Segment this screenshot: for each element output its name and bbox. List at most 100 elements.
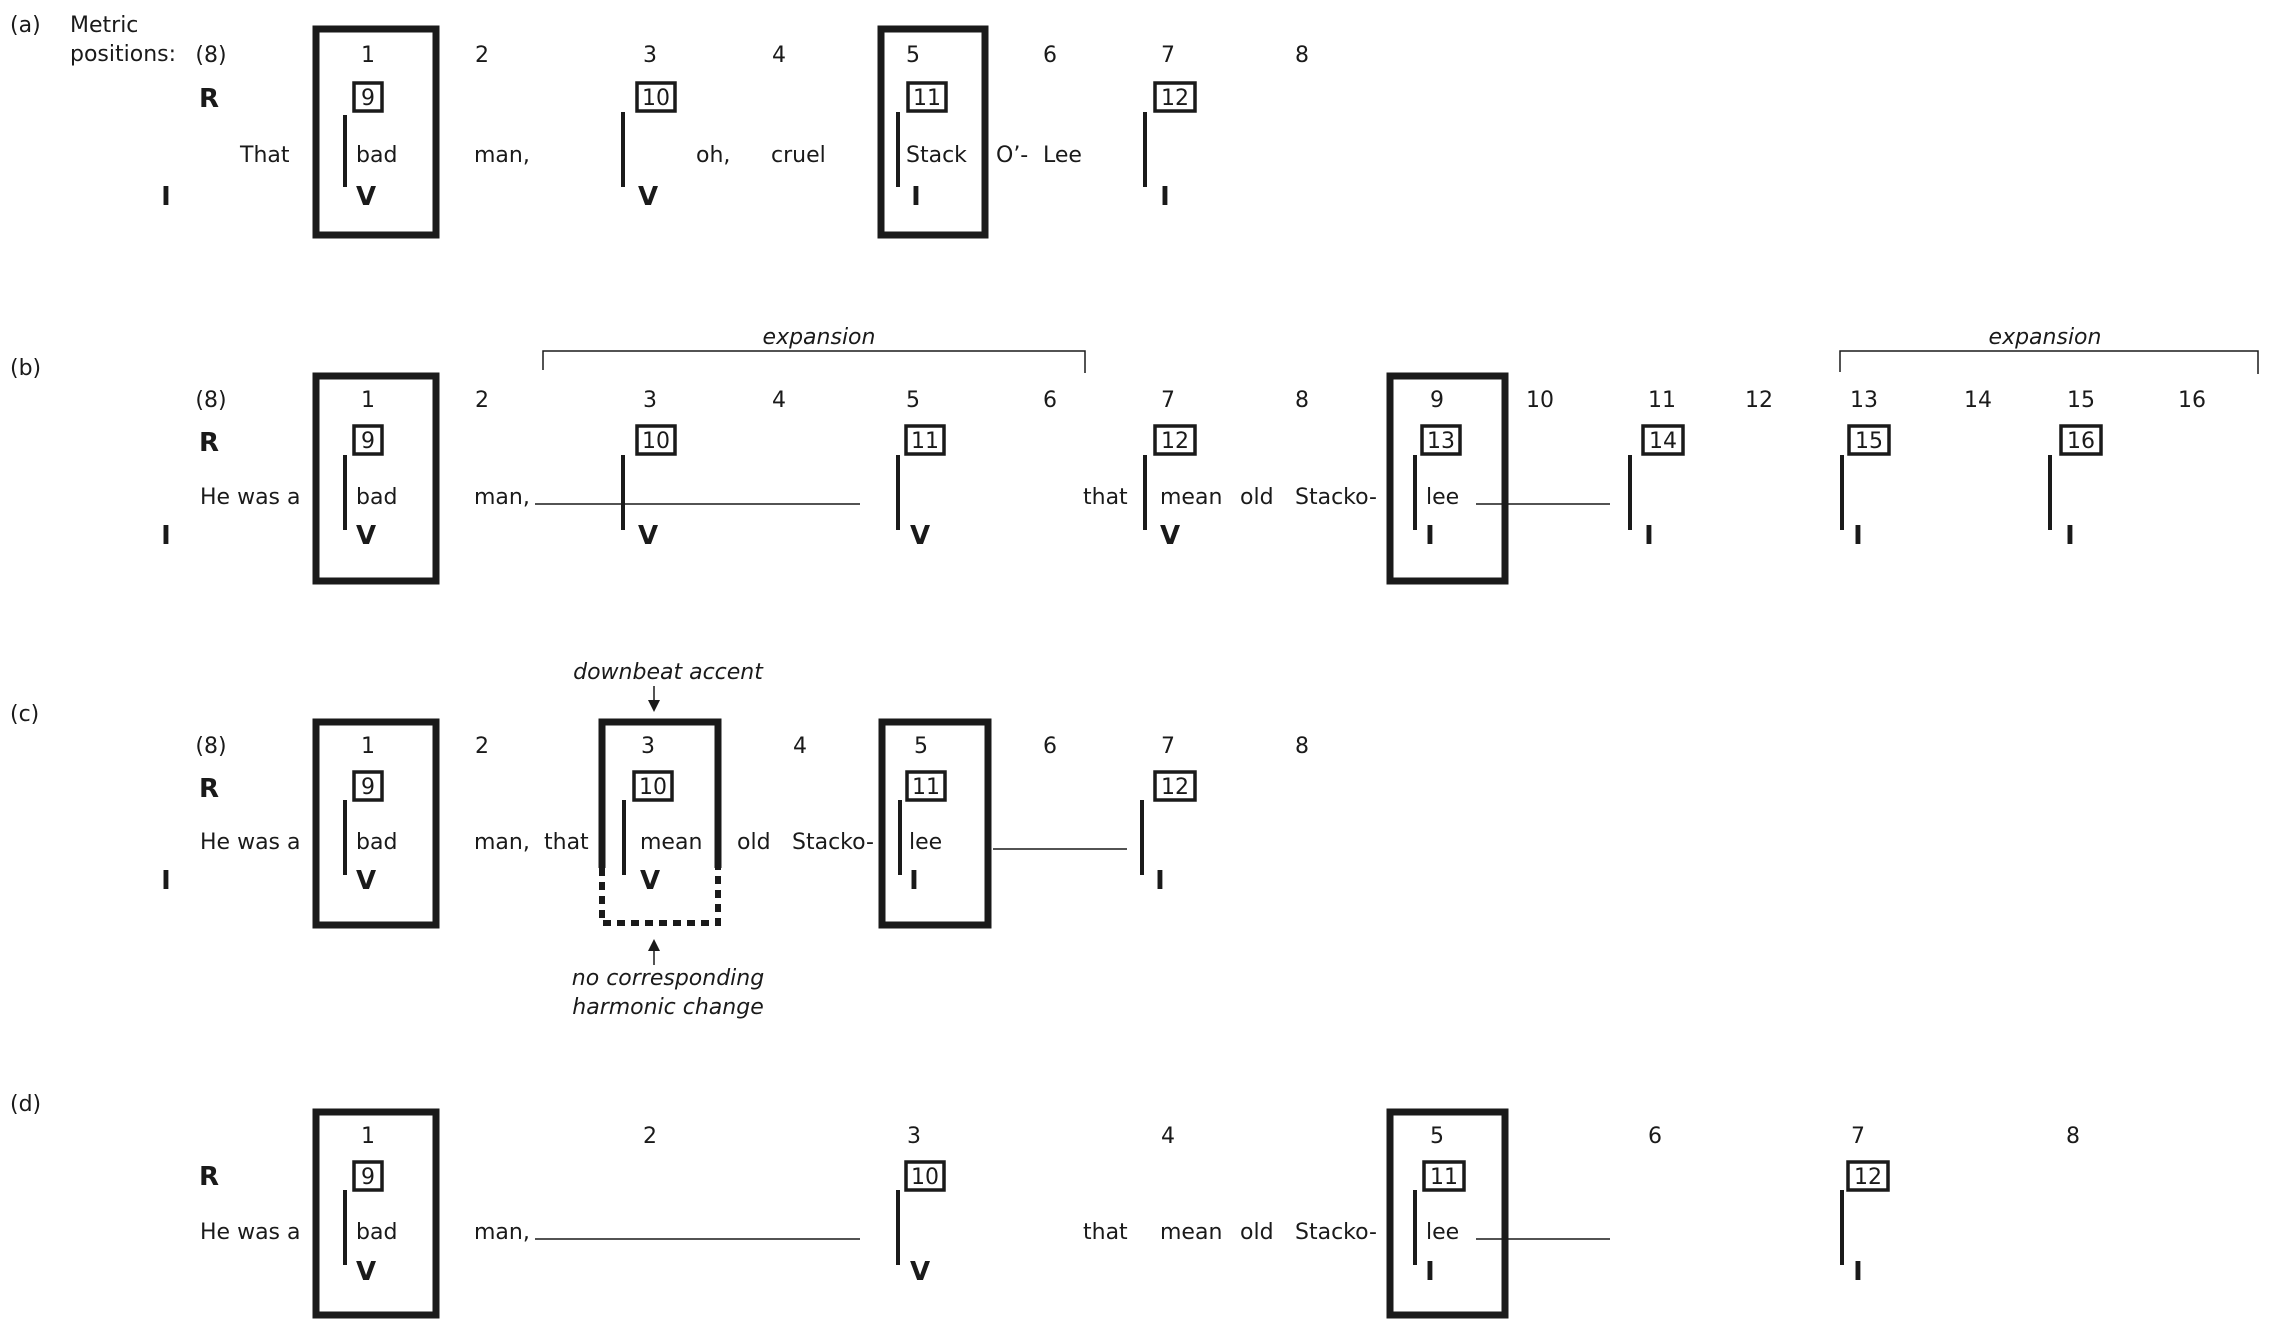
metric-position: 7 <box>1161 43 1175 68</box>
lyric: Stacko- <box>1295 1220 1377 1245</box>
metric-box <box>878 718 992 929</box>
positions-row: 1 2 3 4 5 6 7 8 <box>361 1124 2080 1149</box>
chord-label: I <box>1644 521 1654 551</box>
lyric: that <box>1083 1220 1128 1245</box>
chord-label: I <box>1160 182 1170 212</box>
metric-position: 1 <box>361 1124 375 1149</box>
positions-row: 1 2 3 4 5 6 7 8 <box>361 734 1309 759</box>
lyric: cruel <box>771 143 826 168</box>
metric-position: 14 <box>1964 388 1992 413</box>
measure-number: 9 <box>361 86 375 111</box>
lyric: man, <box>474 485 530 510</box>
measure-number-box <box>1153 424 1197 456</box>
header-label-word: positions: <box>70 42 176 67</box>
pre-chord-label: I <box>161 521 171 551</box>
expansion-label: expansion <box>1989 325 2102 350</box>
metric-position: 10 <box>1526 388 1554 413</box>
chord-label: V <box>638 182 658 212</box>
metric-position: 1 <box>361 43 375 68</box>
measure-number: 10 <box>642 429 670 454</box>
panel-label: (a) <box>10 13 41 38</box>
metric-position: 4 <box>772 388 786 413</box>
chord-label: V <box>640 866 660 896</box>
lyric: That <box>239 143 290 168</box>
measure-number: 12 <box>1161 86 1189 111</box>
measure-number: 13 <box>1427 429 1455 454</box>
measure-number-box <box>2059 424 2103 456</box>
metric-position: 2 <box>475 734 489 759</box>
metric-position: 3 <box>643 43 657 68</box>
metric-position: 13 <box>1850 388 1878 413</box>
pre-chord-label: I <box>161 182 171 212</box>
metric-position: 5 <box>906 43 920 68</box>
measure-number-box <box>1641 424 1685 456</box>
metric-position: 4 <box>793 734 807 759</box>
panel-label: (d) <box>10 1092 41 1117</box>
metric-position: 6 <box>1043 43 1057 68</box>
measure-number-box <box>906 81 948 113</box>
chord-label: I <box>911 182 921 212</box>
metric-position: 4 <box>772 43 786 68</box>
lyric: bad <box>356 485 397 510</box>
r-label: R <box>199 84 219 114</box>
metric-position: 5 <box>1430 1124 1444 1149</box>
chord-label: V <box>356 521 376 551</box>
metric-position: 9 <box>1430 388 1444 413</box>
r-label: R <box>199 774 219 804</box>
metric-position: 1 <box>361 388 375 413</box>
measure-number: 9 <box>361 429 375 454</box>
chord-label: V <box>356 1257 376 1287</box>
lyric: He was a <box>200 830 300 855</box>
measure-number: 10 <box>639 775 667 800</box>
pickup-position: (8) <box>195 388 226 413</box>
chord-label: I <box>1853 521 1863 551</box>
positions-row: 1 2 3 4 5 6 7 8 9 10 11 12 13 14 15 16 <box>361 388 2206 413</box>
measure-number: 12 <box>1854 1165 1882 1190</box>
lyric: man, <box>474 143 530 168</box>
metric-box <box>312 25 440 239</box>
measure-number-box <box>1153 81 1197 113</box>
positions-row: 1 2 3 4 5 6 7 8 <box>361 43 1309 68</box>
measure-number: 11 <box>1430 1165 1458 1190</box>
chord-label: V <box>356 182 376 212</box>
harmonic-arrow-head <box>648 939 660 951</box>
lyric: mean <box>1160 485 1222 510</box>
lyric: lee <box>1426 1220 1459 1245</box>
chord-label: I <box>1155 866 1165 896</box>
chord-label: V <box>910 521 930 551</box>
metric-position: 8 <box>1295 388 1309 413</box>
metric-position: 7 <box>1161 388 1175 413</box>
measure-number: 9 <box>361 775 375 800</box>
expansion-bracket <box>542 350 1086 373</box>
metric-box <box>1386 372 1509 585</box>
metric-box <box>312 372 440 585</box>
measure-number: 14 <box>1649 429 1677 454</box>
lyric: mean <box>1160 1220 1222 1245</box>
downbeat-arrow-head <box>648 700 660 712</box>
r-label: R <box>199 428 219 458</box>
measure-number: 11 <box>912 775 940 800</box>
measure-number-box <box>352 81 384 113</box>
measure-number-box <box>352 1160 384 1192</box>
lyric: bad <box>356 1220 397 1245</box>
measure-number-box <box>1422 1160 1466 1192</box>
measure-number-box <box>352 424 384 456</box>
metric-box-partial <box>598 718 722 868</box>
measure-number-box <box>905 770 947 802</box>
chord-label: V <box>910 1257 930 1287</box>
lyric: old <box>737 830 771 855</box>
metric-position: 12 <box>1745 388 1773 413</box>
metric-box <box>312 718 440 929</box>
lyric: O’- <box>996 143 1028 168</box>
panel-c: (c) downbeat accent (8) 1 2 3 4 5 6 7 8 … <box>10 660 1309 1020</box>
lyric: Stacko- <box>792 830 874 855</box>
measure-number: 9 <box>361 1165 375 1190</box>
measure-number-box <box>352 770 384 802</box>
measure-number-box <box>635 81 677 113</box>
chord-label: V <box>638 521 658 551</box>
metric-position: 3 <box>907 1124 921 1149</box>
metric-position: 8 <box>1295 43 1309 68</box>
